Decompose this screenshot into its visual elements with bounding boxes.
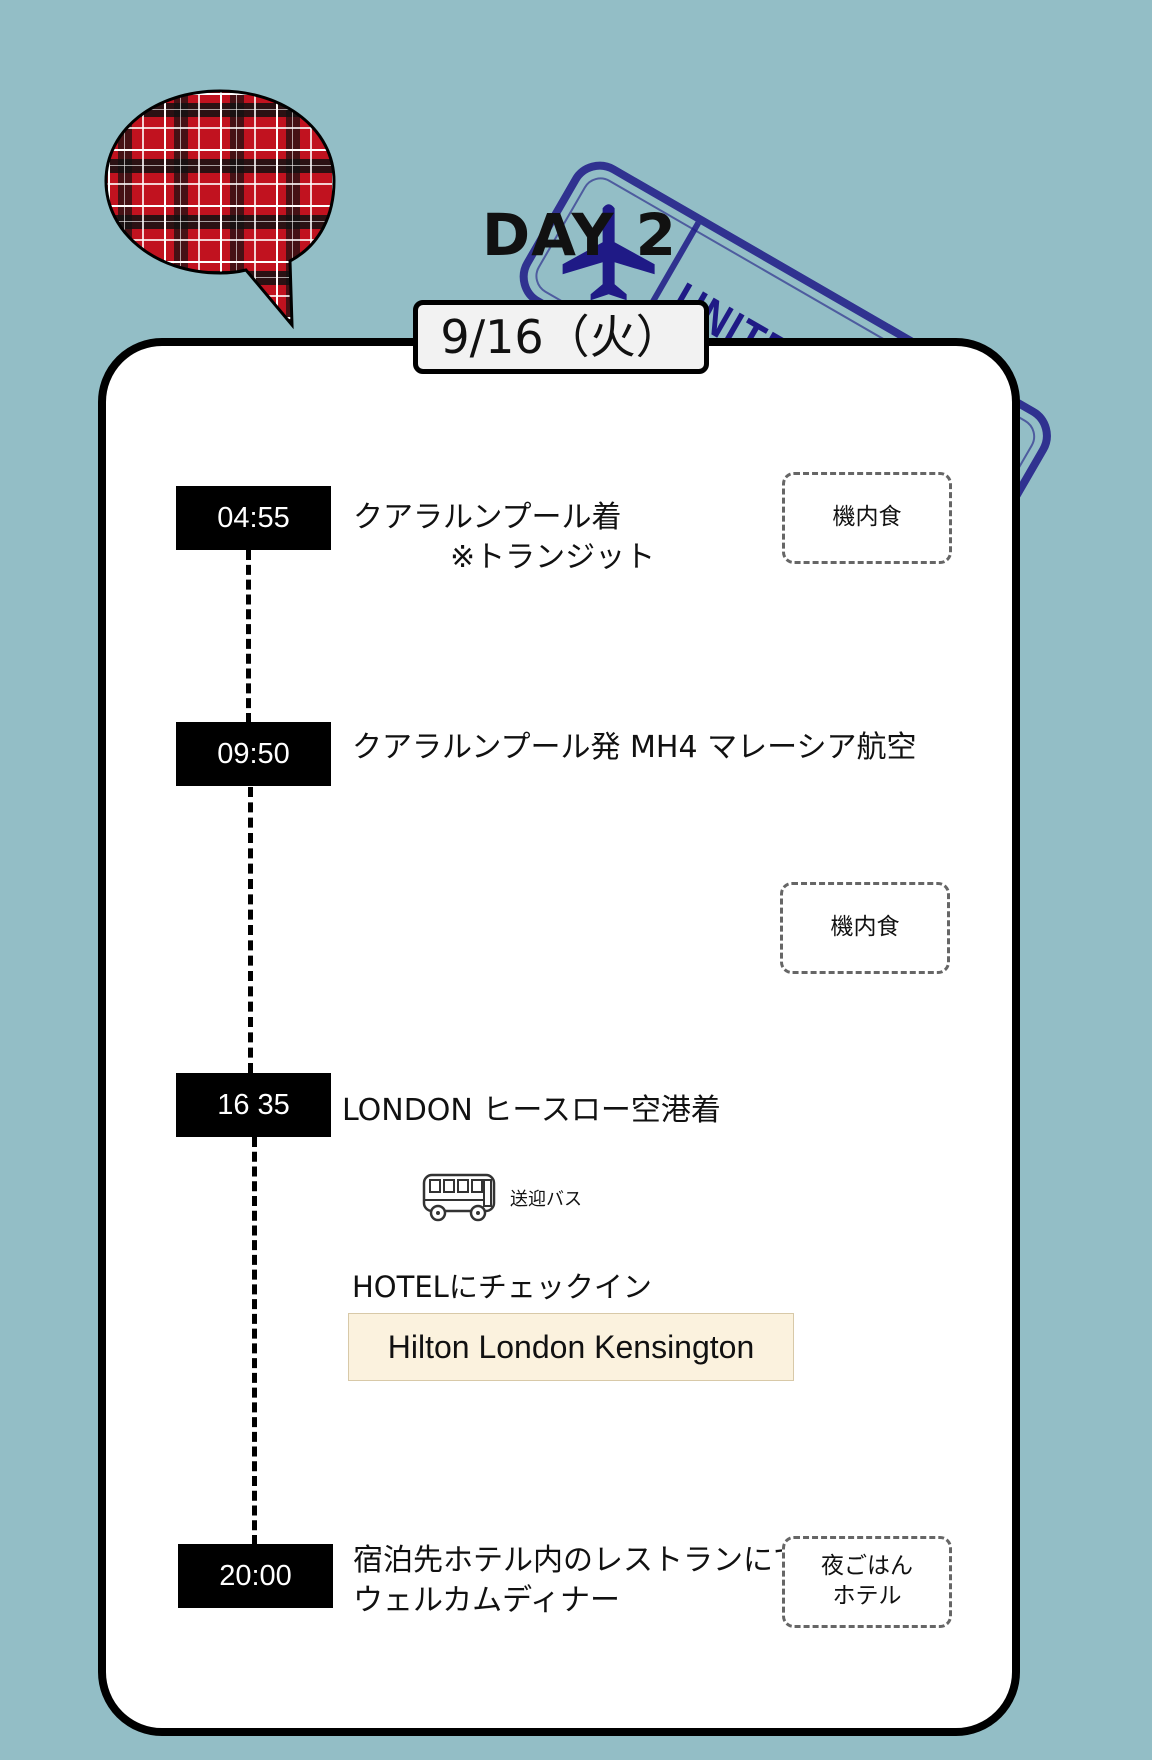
- meal-tag-text: 機内食: [830, 914, 900, 941]
- meal-tag-text: ホテル: [832, 1583, 902, 1609]
- event-note: ※トランジット: [450, 540, 656, 575]
- meal-tag: 機内食: [780, 882, 950, 974]
- event-text-line2: ウェルカムディナー: [353, 1583, 620, 1618]
- event-text: 宿泊先ホテル内のレストランにて: [353, 1543, 803, 1578]
- meal-tag-text: 機内食: [832, 504, 902, 531]
- event-text: LONDON ヒースロー空港着: [342, 1093, 721, 1128]
- timeline-connector: [248, 787, 253, 1073]
- event-text: クアラルンプール発 MH4 マレーシア航空: [352, 730, 917, 765]
- meal-tag: 機内食: [782, 472, 952, 564]
- meal-tag: 夜ごはん ホテル: [782, 1536, 952, 1628]
- transfer-label: 送迎バス: [510, 1189, 582, 1210]
- day-title: DAY 2: [482, 201, 678, 269]
- timeline-connector: [246, 550, 251, 723]
- checkin-text: HOTELにチェックイン: [352, 1270, 652, 1304]
- time-label: 16 35: [176, 1073, 331, 1137]
- date-label: 9/16（火）: [413, 300, 709, 374]
- bus-icon: [422, 1173, 496, 1222]
- airplane-icon: [562, 204, 655, 301]
- time-label: 09:50: [176, 722, 331, 786]
- hotel-name: Hilton London Kensington: [348, 1313, 794, 1381]
- meal-tag-text: 夜ごはん: [821, 1553, 913, 1580]
- plaid-speech-bubble: [104, 89, 336, 330]
- timeline-connector: [252, 1137, 257, 1545]
- event-text: クアラルンプール着: [353, 500, 622, 535]
- time-label: 04:55: [176, 486, 331, 550]
- time-label: 20:00: [178, 1544, 333, 1608]
